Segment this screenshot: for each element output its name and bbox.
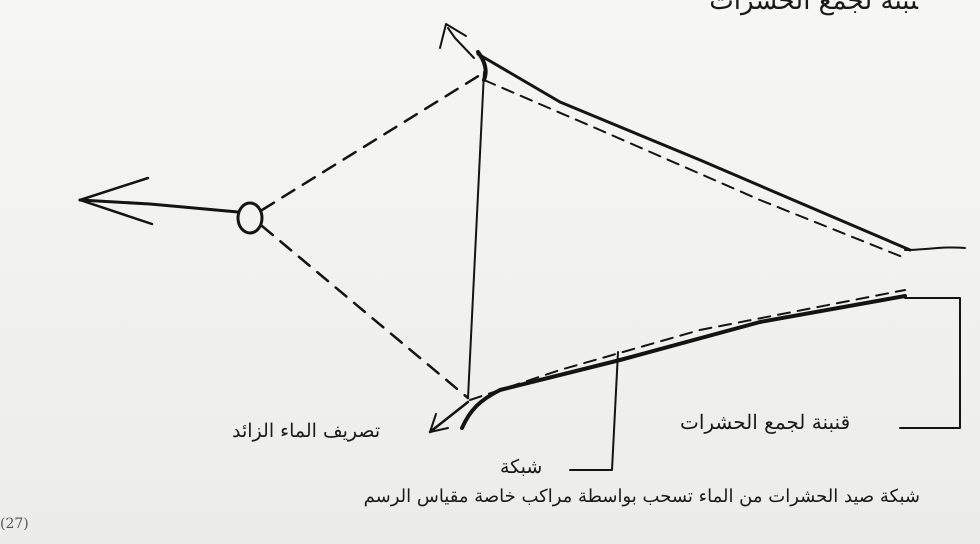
caption-text: ﺷﺒﻜﺔ ﺻﻴﺪ ﺍﻟﺤﺸﺮﺍﺕ ﻣﻦ ﺍﻟﻤﺎﺀ ﺗﺴﺤﺐ ﺑﻮﺍﺳﻄﺔ ﻣﺮ…	[363, 486, 920, 507]
net-upper-dashed	[483, 79, 906, 259]
drain-arrow	[428, 400, 470, 434]
top-collector-label: ﺘﺒﻨﺔ ﻟﺠﻤﻊ ﺍﻟﺤﺸﺮﺍﺕ	[709, 0, 918, 16]
net-lower-solid	[460, 294, 907, 430]
bridle-upper	[260, 73, 482, 212]
tow-ring	[236, 201, 264, 235]
drain-arrowhead	[429, 413, 449, 433]
top-arrowhead	[439, 23, 467, 49]
net-lower-dashed	[469, 289, 906, 401]
drain-label: ﺗﺼﺮﻳﻒ ﺍﻟﻤﺎﺀ ﺍﻟﺰﺍﺋﺪ	[232, 420, 381, 442]
figure-caption: (27) ﺷﺒﻜﺔ ﺻﻴﺪ ﺍﻟﺤﺸﺮﺍﺕ ﻣﻦ ﺍﻟﻤﺎﺀ ﺗﺴﺤﺐ ﺑﻮﺍﺳ…	[0, 482, 980, 544]
bridle-lower	[260, 224, 470, 400]
net-upper-tail	[904, 246, 966, 251]
caption-number: (27)	[0, 516, 29, 532]
tow-arrow	[78, 198, 240, 214]
frame-bar	[467, 71, 485, 399]
tow-arrowhead-lower	[78, 198, 154, 226]
net-label: ﺷﺒﻜﺔ	[500, 456, 543, 478]
tow-arrowhead-upper	[78, 176, 150, 202]
collector-label: ﻗﻨﺒﻨﺔ ﻟﺠﻤﻊ ﺍﻟﺤﺸﺮﺍﺕ	[680, 410, 851, 434]
top-arrow	[447, 27, 475, 59]
net-upper-solid	[476, 52, 912, 252]
net-leader	[569, 351, 619, 471]
collector-bracket	[899, 297, 961, 429]
